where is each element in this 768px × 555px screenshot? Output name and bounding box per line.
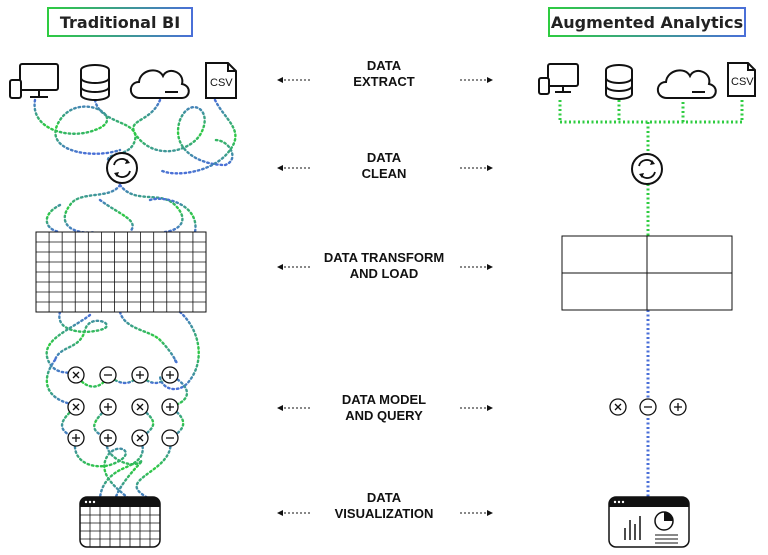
stage-transform-line1: DATA TRANSFORM [323, 250, 445, 265]
dashboard-icon [608, 496, 690, 548]
cloud-icon [129, 69, 190, 99]
traditional-operators [67, 366, 179, 447]
plus-icon [669, 398, 687, 416]
stage-label-extract: DATA EXTRACT [294, 58, 474, 90]
plus-icon [161, 366, 179, 384]
plus-icon [67, 429, 85, 447]
plus-icon [99, 429, 117, 447]
csv-file-icon [205, 62, 237, 99]
traditional-bi-title: Traditional BI [47, 7, 193, 37]
minus-icon [639, 398, 657, 416]
stage-arrows [277, 77, 493, 516]
stage-label-model-query: DATA MODEL AND QUERY [294, 392, 474, 424]
traditional-data-grid [35, 231, 207, 313]
stage-model-line1: DATA MODEL [341, 392, 427, 407]
computer-icon-right [538, 63, 579, 95]
stage-label-visualization: DATA VISUALIZATION [294, 490, 474, 522]
cloud-icon-right [656, 69, 717, 99]
stage-visualization-line1: DATA [366, 490, 402, 505]
stage-model-line2: AND QUERY [345, 408, 423, 423]
multiply-icon [131, 429, 149, 447]
stage-extract-line2: EXTRACT [353, 74, 415, 89]
plus-icon [161, 398, 179, 416]
stage-clean-line2: CLEAN [361, 166, 407, 181]
refresh-icon [106, 152, 138, 184]
minus-icon [99, 366, 117, 384]
minus-icon [161, 429, 179, 447]
stage-transform-line2: AND LOAD [349, 266, 419, 281]
csv-label-right: CSV [731, 76, 754, 88]
database-icon [80, 64, 110, 101]
multiply-icon [609, 398, 627, 416]
augmented-operators [609, 398, 687, 416]
database-icon-right [605, 64, 633, 100]
stage-clean-line1: DATA [366, 150, 402, 165]
augmented-direct-flows [558, 100, 744, 497]
stage-visualization-line2: VISUALIZATION [334, 506, 434, 521]
multiply-icon [67, 398, 85, 416]
csv-label-left: CSV [210, 77, 233, 89]
multiply-icon [67, 366, 85, 384]
plus-icon [131, 366, 149, 384]
refresh-icon-right [631, 153, 663, 185]
stage-label-clean: DATA CLEAN [294, 150, 474, 182]
traditional-report-table [79, 496, 161, 548]
plus-icon [99, 398, 117, 416]
computer-icon [9, 63, 59, 99]
stage-label-transform-load: DATA TRANSFORM AND LOAD [294, 250, 474, 282]
augmented-data-model [561, 235, 733, 311]
stage-extract-line1: DATA [366, 58, 402, 73]
multiply-icon [131, 398, 149, 416]
augmented-analytics-title: Augmented Analytics [548, 7, 746, 37]
csv-file-icon-right [727, 62, 756, 97]
